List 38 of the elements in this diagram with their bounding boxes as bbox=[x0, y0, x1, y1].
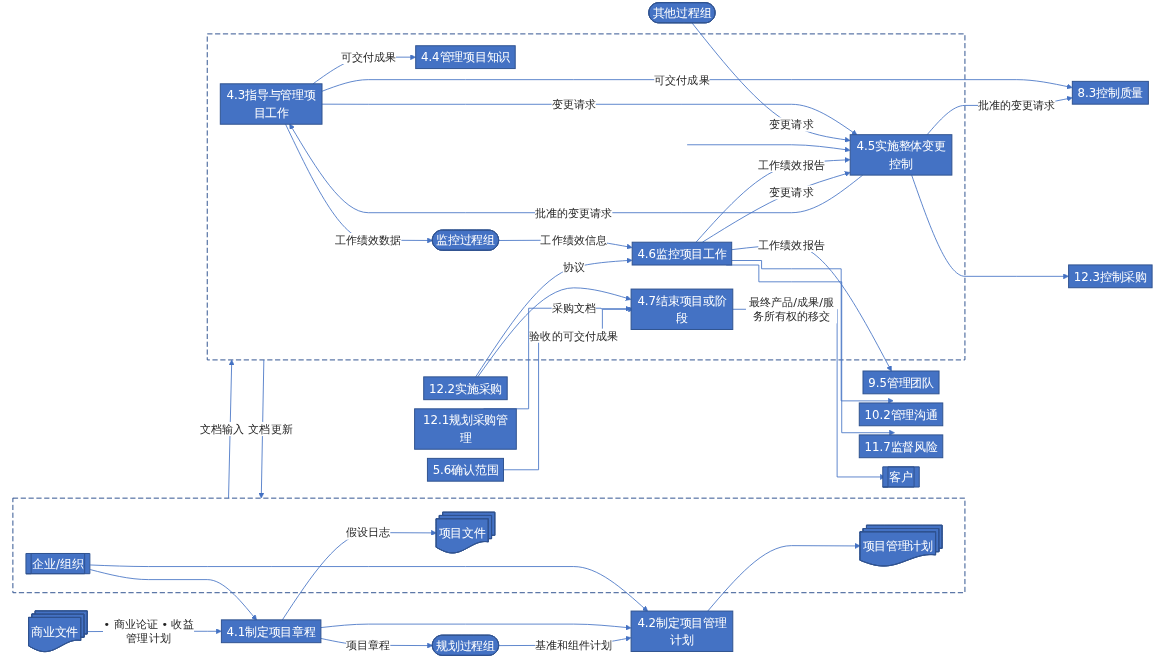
edge-label: 可交付成果 bbox=[654, 73, 710, 87]
edge-label: 可交付成果 bbox=[340, 50, 397, 64]
node-box: 4.3指导与管理项目工作 bbox=[219, 83, 323, 125]
node-box: 12.2实施采购 bbox=[423, 376, 508, 401]
edge-label: 变更请求 bbox=[769, 117, 814, 132]
node-box: 9.5管理团队 bbox=[862, 370, 940, 395]
node-box: 8.3控制质量 bbox=[1071, 80, 1149, 105]
edge-label: 项目章程 bbox=[346, 638, 391, 652]
node-box: 4.6监控项目工作 bbox=[631, 241, 733, 266]
node-box: 12.1规划采购管理 bbox=[414, 408, 517, 450]
edge-label: 采购文档 bbox=[551, 301, 596, 315]
node-box: 4.4管理项目知识 bbox=[415, 45, 516, 70]
node-box: 4.5实施整体变更控制 bbox=[849, 134, 953, 176]
edge-label: 文档更新 bbox=[248, 422, 293, 436]
edge-label: 工作绩效报告 bbox=[758, 158, 825, 172]
edge-label: 变更请求 bbox=[769, 185, 814, 199]
edge-label: 批准的变更请求 bbox=[977, 98, 1056, 112]
edge-label: 批准的变更请求 bbox=[534, 206, 613, 220]
edge-label: 协议 bbox=[562, 261, 585, 275]
node-box: 4.2制定项目管理计划 bbox=[630, 610, 734, 652]
edge-label: • 商业论证 • 收益管理计划 bbox=[103, 617, 194, 645]
edge-label: 变更请求 bbox=[551, 97, 596, 111]
edge-label: 验收的可交付成果 bbox=[529, 329, 619, 343]
edge-label: 假设日志 bbox=[346, 526, 391, 540]
node-box: 12.3控制采购 bbox=[1068, 264, 1153, 289]
node-box: 4.1制定项目章程 bbox=[220, 619, 322, 644]
cluster bbox=[206, 33, 966, 361]
edge-label: 基准和组件计划 bbox=[534, 638, 613, 652]
edge-label: 工作绩效报告 bbox=[758, 238, 825, 252]
node-box: 4.7结束项目或阶段 bbox=[630, 288, 734, 330]
cluster bbox=[12, 497, 966, 594]
node-box: 10.2管理沟通 bbox=[858, 402, 944, 427]
edge-label: 工作绩效信息 bbox=[540, 233, 607, 247]
edge-label: 文档输入 bbox=[200, 422, 245, 436]
edge-label: 最终产品/成果/服务所有权的移交 bbox=[748, 295, 835, 323]
edge-label: 工作绩效数据 bbox=[335, 233, 402, 247]
node-box: 11.7监督风险 bbox=[858, 434, 944, 459]
node-box: 5.6确认范围 bbox=[426, 457, 504, 482]
